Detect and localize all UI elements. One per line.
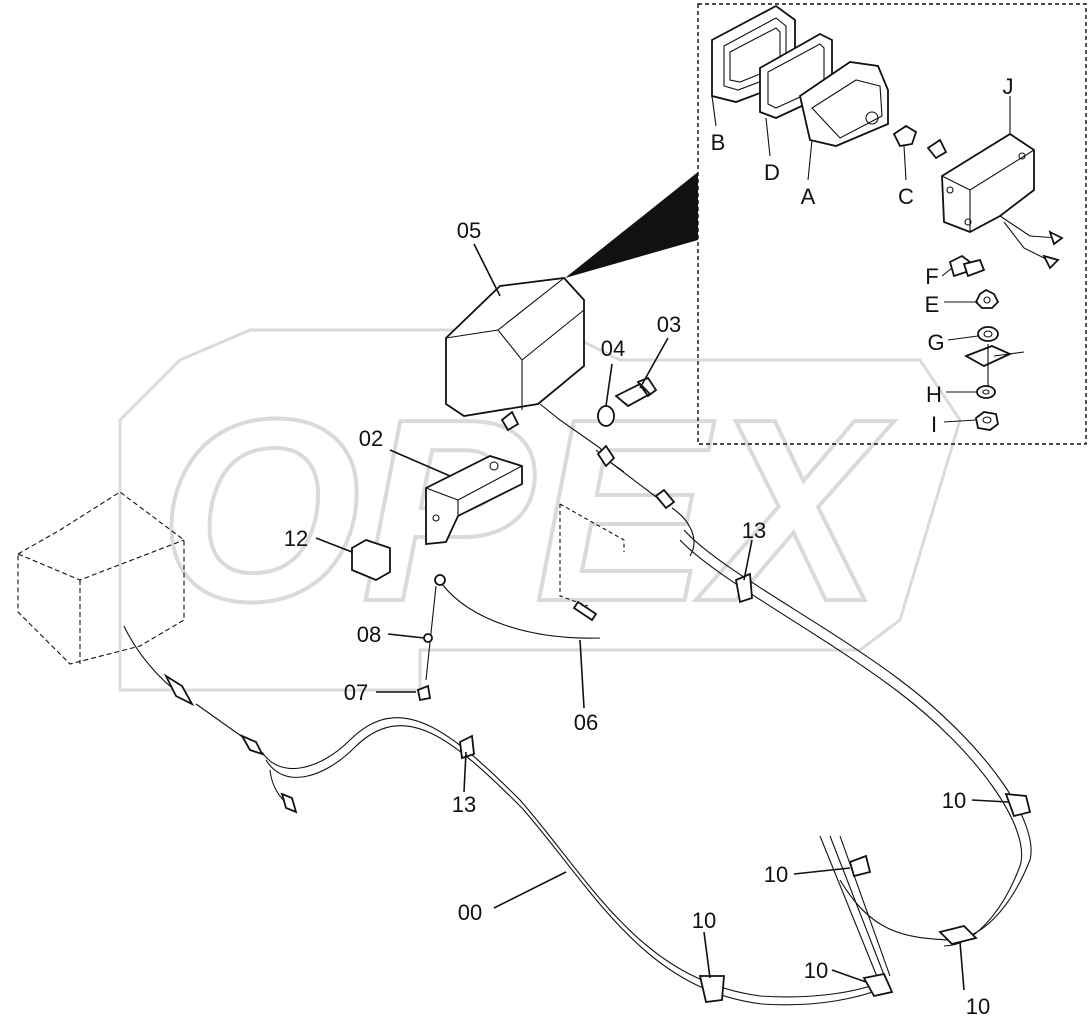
- callout-10-a: 10: [942, 788, 966, 813]
- callout-07: 07: [344, 680, 368, 705]
- clamp-10-b: [848, 854, 872, 878]
- screw-07: [416, 684, 432, 702]
- callout-e: E: [925, 292, 940, 317]
- callout-04: 04: [601, 336, 625, 361]
- callout-10-c: 10: [692, 908, 716, 933]
- work-lamp: [445, 277, 611, 463]
- callout-08: 08: [357, 622, 381, 647]
- callout-10-e: 10: [966, 994, 990, 1019]
- part-j-housing: [941, 132, 1064, 270]
- detail-pointer: [565, 172, 698, 278]
- detail-callout-labels: B D A C J F E G H I: [711, 74, 1014, 437]
- part-c-bulb: [892, 124, 948, 160]
- callout-b: B: [711, 130, 726, 155]
- callout-10-d: 10: [804, 958, 828, 983]
- ground-cable: [425, 574, 601, 681]
- callout-05: 05: [457, 218, 481, 243]
- part-g-washer: [977, 326, 999, 342]
- rubber-block: [351, 539, 391, 582]
- callout-i: I: [931, 412, 937, 437]
- clip-13-left: [459, 734, 475, 760]
- leader-lines: [315, 243, 1009, 991]
- detail-inset: [565, 3, 1087, 445]
- second-lamp-phantom: [17, 491, 264, 756]
- clamp-10-c: [938, 925, 978, 945]
- callout-13-left: 13: [452, 792, 476, 817]
- callout-00: 00: [458, 900, 482, 925]
- part-e-lockwasher: [974, 288, 1000, 309]
- connector-plug: [654, 488, 676, 510]
- part-f-screw: [948, 254, 986, 278]
- lamp-bracket: [425, 455, 523, 545]
- callout-06: 06: [574, 710, 598, 735]
- watermark-text: OPEX: [159, 366, 895, 656]
- callout-d: D: [764, 160, 780, 185]
- callout-12: 12: [284, 526, 308, 551]
- washer-08: [423, 633, 433, 643]
- callout-03: 03: [657, 312, 681, 337]
- callout-c: C: [898, 184, 914, 209]
- callout-10-b: 10: [764, 862, 788, 887]
- main-harness: [261, 507, 1032, 1006]
- callout-f: F: [925, 264, 938, 289]
- main-callout-labels: 05 04 03 02 12 08 07 06 13 13 00 10 10 1…: [284, 218, 990, 1019]
- clamp-10-a: [1004, 792, 1032, 818]
- clamp-10-d: [698, 975, 725, 1003]
- callout-02: 02: [359, 426, 383, 451]
- callout-j: J: [1003, 74, 1014, 99]
- part-i-nut: [975, 411, 999, 431]
- callout-a: A: [801, 184, 816, 209]
- callout-13-right: 13: [742, 518, 766, 543]
- connector-upper: [596, 444, 616, 468]
- part-h-spring-washer: [976, 385, 996, 399]
- watermark-logo: OPEX: [118, 328, 962, 692]
- callout-g: G: [927, 330, 944, 355]
- washer-04: [597, 405, 615, 427]
- part-a-lens: [798, 61, 889, 147]
- callout-h: H: [926, 382, 942, 407]
- clamp-10-e: [862, 972, 894, 998]
